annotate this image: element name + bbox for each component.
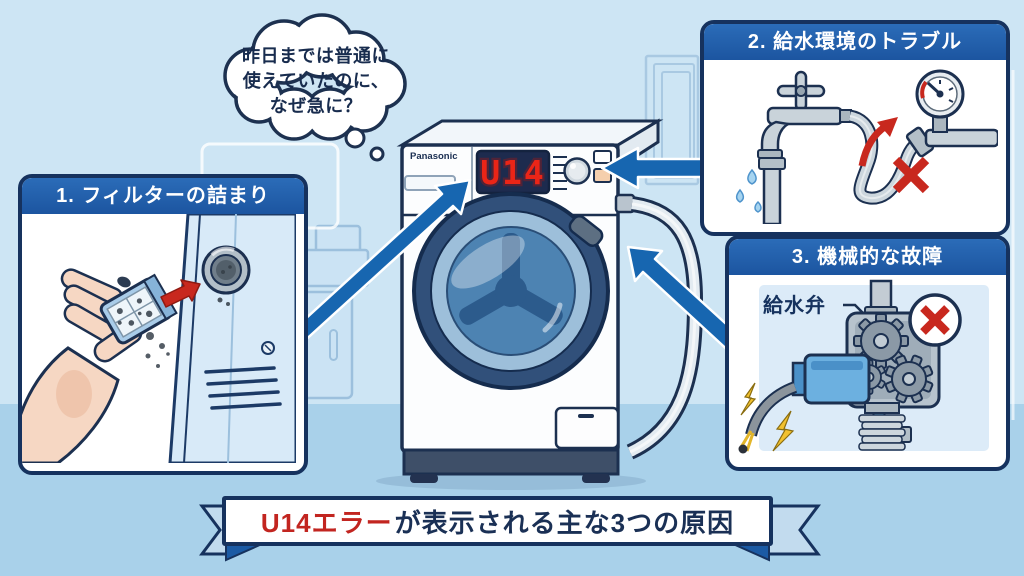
x-badge-icon (908, 293, 962, 347)
faucet (757, 70, 852, 224)
cause-2-title: 2. 給水環境のトラブル (704, 24, 1006, 60)
thought-line-3: なぜ急に？ (269, 96, 363, 116)
door-handle (568, 215, 604, 247)
thought-line-1: 昨日までは普通に (242, 46, 390, 66)
arrow-icon-cause1-to-display (289, 178, 472, 346)
filter-access-door (554, 406, 620, 450)
drum-spokes (459, 233, 563, 325)
ribbon-fold-right (732, 543, 770, 562)
machine-base (402, 448, 620, 476)
vent-slits (204, 366, 282, 410)
door (412, 192, 610, 390)
red-curved-arrow-icon (858, 117, 898, 167)
filter-illustration (22, 214, 296, 463)
red-arrow-icon (160, 279, 201, 308)
arrow-icon-cause2-to-panel (600, 146, 714, 190)
x-mark-icon (892, 156, 930, 194)
title-banner: U14エラーが表示される主な3つの原因 (222, 496, 773, 546)
glass-glare (451, 235, 525, 289)
thought-trail-large (344, 127, 366, 149)
power-cable (738, 381, 798, 454)
cause-box-3: 3. 機械的な故障 (725, 235, 1010, 471)
valve-illustration-wrap: 給水弁 (729, 275, 998, 459)
falling-dirt (145, 332, 170, 368)
lightning-bolt-icons (740, 382, 795, 452)
machine-shadow (376, 472, 646, 490)
display-glow: U14 (480, 153, 546, 192)
background-cabinet (284, 224, 370, 400)
thought-trail-small (369, 146, 385, 162)
cause-box-1: 1. フィルターの詰まり (18, 174, 308, 475)
faucet-illustration (735, 69, 998, 224)
valve-outlet (858, 402, 912, 451)
solenoid (791, 353, 871, 405)
machine-foot-left (410, 474, 438, 483)
thought-bubble-text: 昨日までは普通に 使えていたのに、 なぜ急に？ (218, 44, 414, 119)
valve-illustration (738, 279, 989, 454)
fingernail (117, 276, 131, 288)
ribbon-fold-left (225, 543, 263, 562)
water-drops (735, 168, 762, 213)
thought-cloud-fill (227, 17, 403, 137)
banner-text: が表示される主な3つの原因 (394, 507, 735, 538)
cause-box-2: 2. 給水環境のトラブル (700, 20, 1010, 236)
pressure-gauge (915, 69, 965, 133)
washing-machine-illustration: Panasonic U14 U14 (376, 118, 664, 490)
knob-highlight (570, 163, 576, 169)
dirty-filter (99, 273, 178, 345)
filter-door-latch (578, 414, 594, 418)
filter-port (201, 245, 251, 295)
supply-pipe (924, 128, 998, 148)
panel-button-white (593, 150, 612, 164)
machine-foot-right (582, 474, 610, 483)
display-value: U14 (480, 153, 546, 192)
cause-1-title: 1. フィルターの詰まり (22, 178, 304, 214)
gear-medium (884, 354, 934, 404)
water-valve-label: 給水弁 (763, 295, 826, 317)
cause-3-title: 3. 機械的な故障 (729, 239, 1006, 275)
thought-line-2: 使えていたのに、 (242, 71, 390, 91)
glass-glint (542, 302, 563, 333)
banner-error-code: U14エラー (260, 507, 393, 538)
panasonic-logo: Panasonic (410, 151, 458, 162)
